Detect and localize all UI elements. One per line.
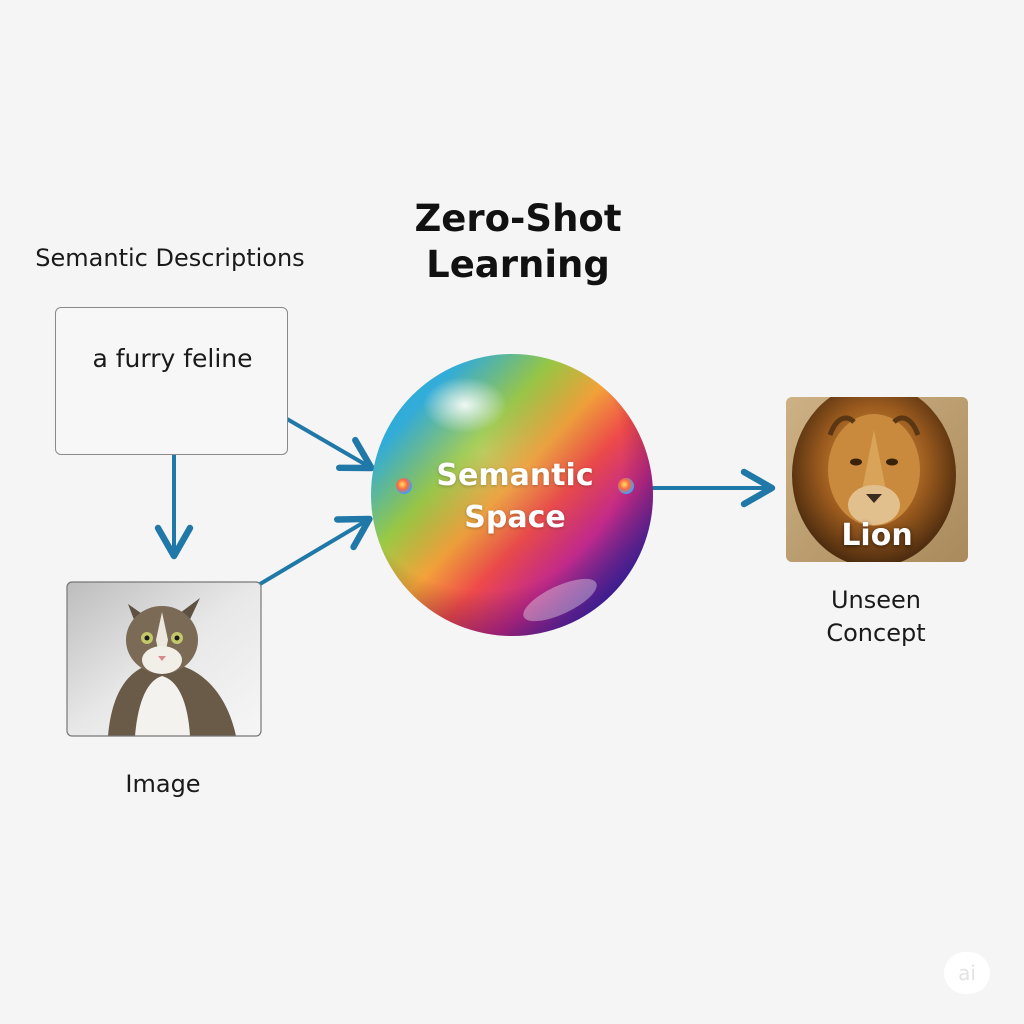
sphere-label-line-1: Semantic xyxy=(436,458,594,493)
input-node-dot xyxy=(396,478,412,494)
lion-image xyxy=(786,397,968,562)
unseen-concept-label: Unseen Concept xyxy=(786,584,966,650)
image-label: Image xyxy=(125,770,201,798)
semantic-space-sphere xyxy=(371,354,653,636)
lion-label: Lion xyxy=(841,518,913,553)
title-line-2: Learning xyxy=(426,243,610,286)
description-text: a furry feline xyxy=(92,344,253,373)
description-box: a furry feline xyxy=(55,307,288,455)
sphere-label-line-2: Space xyxy=(464,500,566,535)
unseen-label-line-2: Concept xyxy=(826,619,926,647)
unseen-label-line-1: Unseen xyxy=(830,586,922,614)
diagram-title: Zero-Shot Learning xyxy=(360,196,676,288)
sphere-reflection xyxy=(523,578,597,622)
semantic-space-label: Semantic Space xyxy=(400,455,630,539)
title-line-1: Zero-Shot xyxy=(414,197,622,240)
sphere-highlight xyxy=(423,377,507,433)
semantic-descriptions-label: Semantic Descriptions xyxy=(35,244,305,272)
output-node-dot xyxy=(618,478,634,494)
watermark-badge: ai xyxy=(944,952,990,994)
cat-image xyxy=(66,581,262,737)
